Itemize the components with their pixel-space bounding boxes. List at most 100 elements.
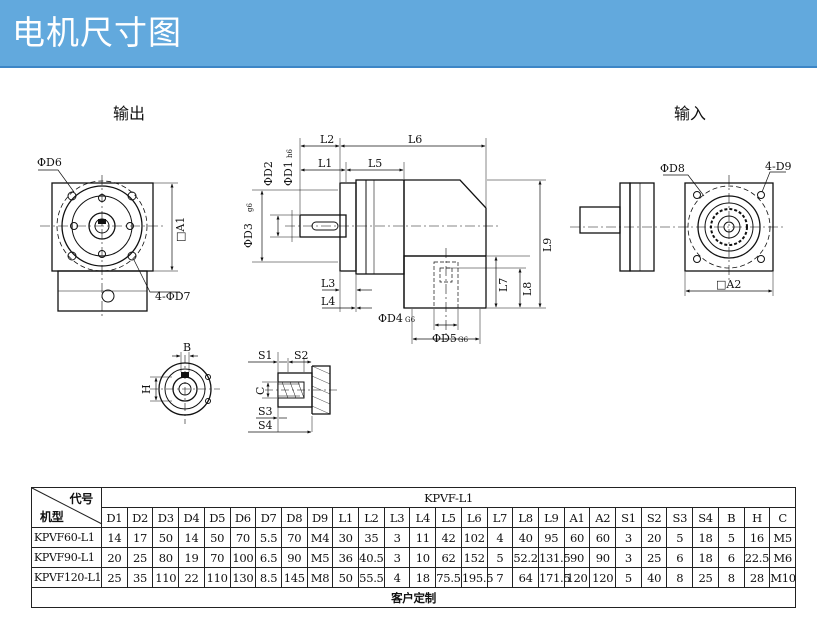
value-cell: 36: [332, 547, 360, 568]
value-cell: 131.5: [537, 547, 571, 568]
label-d9: 4-D9: [765, 160, 792, 173]
value-cell: 6: [717, 547, 745, 568]
value-cell: 50: [332, 567, 360, 588]
column-header-d7: D7: [255, 507, 282, 528]
value-cell: 25: [640, 547, 668, 568]
value-cell: 110: [152, 567, 180, 588]
column-header-b: B: [717, 507, 745, 528]
column-header-s1: S1: [615, 507, 642, 528]
value-cell: 5: [615, 567, 642, 588]
column-header-h: H: [743, 507, 771, 528]
value-cell: 3: [383, 527, 411, 548]
column-header-s4: S4: [692, 507, 719, 528]
label-d7: 4-ΦD7: [155, 290, 191, 303]
value-cell: 60: [589, 527, 617, 548]
value-cell: 22.5: [743, 547, 771, 568]
label-d4-fit: G6: [405, 316, 416, 324]
label-d5: ΦD5: [432, 332, 457, 345]
value-cell: 42: [435, 527, 462, 548]
label-d1: ΦD1: [282, 161, 295, 186]
label-l1: L1: [318, 157, 332, 170]
value-cell: 120: [563, 567, 591, 588]
series-title: KPVF-L1: [100, 487, 797, 508]
label-d8: ΦD8: [660, 162, 685, 175]
value-cell: 5.5: [255, 527, 282, 548]
page-title: 电机尺寸图: [12, 13, 182, 52]
value-cell: 20: [640, 527, 668, 548]
value-cell: 90: [589, 547, 617, 568]
value-cell: 3: [615, 527, 642, 548]
column-header-a1: A1: [563, 507, 591, 528]
column-header-d6: D6: [229, 507, 257, 528]
value-cell: 14: [101, 527, 128, 548]
tapped-hole-section: [248, 352, 340, 434]
value-cell: 6: [666, 547, 694, 568]
value-cell: 80: [152, 547, 180, 568]
label-d3: ΦD3: [242, 223, 255, 248]
label-b: B: [183, 341, 191, 354]
label-l4: L4: [321, 295, 335, 308]
value-cell: 62: [435, 547, 462, 568]
value-cell: 90: [280, 547, 308, 568]
corner-label-model: 机型: [40, 510, 64, 524]
value-cell: 3: [383, 547, 411, 568]
value-cell: 70: [280, 527, 308, 548]
value-cell: M5: [306, 547, 334, 568]
value-cell: 28: [743, 567, 771, 588]
model-name-cell: KPVF120-L1: [31, 567, 102, 588]
value-cell: 30: [332, 527, 360, 548]
label-s2: S2: [294, 349, 309, 362]
column-header-l8: L8: [512, 507, 539, 528]
column-header-c: C: [769, 507, 797, 528]
value-cell: 110: [203, 567, 231, 588]
value-cell: 55.5: [358, 567, 385, 588]
header-divider: [0, 66, 817, 68]
column-header-d8: D8: [280, 507, 308, 528]
label-a2: □A2: [716, 278, 741, 291]
output-view-label: 输出: [113, 104, 146, 123]
value-cell: M8: [306, 567, 334, 588]
value-cell: 25: [692, 567, 719, 588]
value-cell: 50: [203, 527, 231, 548]
input-end-view: [570, 171, 786, 296]
label-l8: L8: [521, 282, 534, 296]
label-d6: ΦD6: [37, 156, 62, 169]
value-cell: 100: [229, 547, 257, 568]
column-header-d4: D4: [178, 507, 205, 528]
column-header-d5: D5: [203, 507, 231, 528]
value-cell: 95: [537, 527, 565, 548]
value-cell: 19: [178, 547, 205, 568]
value-cell: 5: [717, 527, 745, 548]
label-l9: L9: [541, 238, 554, 252]
value-cell: 25: [126, 547, 154, 568]
shaft-key-detail: [150, 352, 220, 424]
header-banner: [0, 0, 817, 66]
column-header-l3: L3: [383, 507, 411, 528]
value-cell: 18: [692, 527, 719, 548]
value-cell: 35: [358, 527, 385, 548]
value-cell: 20: [101, 547, 128, 568]
value-cell: 40.5: [358, 547, 385, 568]
value-cell: 171.5: [537, 567, 571, 588]
label-s4: S4: [258, 419, 273, 432]
value-cell: M10: [769, 567, 796, 588]
value-cell: 195.5: [460, 567, 494, 588]
column-header-l4: L4: [409, 507, 437, 528]
value-cell: 130: [229, 567, 257, 588]
label-l6: L6: [408, 133, 422, 146]
label-s1: S1: [258, 349, 273, 362]
column-header-s2: S2: [640, 507, 668, 528]
value-cell: 40: [640, 567, 668, 588]
value-cell: 11: [409, 527, 437, 548]
value-cell: 50: [152, 527, 180, 548]
column-header-a2: A2: [589, 507, 617, 528]
value-cell: 17: [126, 527, 154, 548]
value-cell: 52.2: [512, 547, 539, 568]
column-header-d2: D2: [126, 507, 154, 528]
value-cell: 18: [409, 567, 437, 588]
value-cell: 75.5: [435, 567, 462, 588]
value-cell: 102: [460, 527, 488, 548]
